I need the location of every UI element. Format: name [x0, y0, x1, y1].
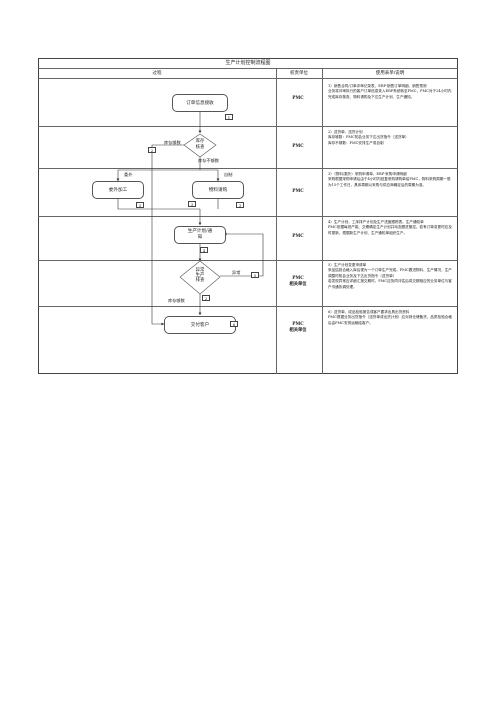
desc-row-1: 1）销售合同/订单评审记录表、ERP-销售订单明细、销售预测 业务将评审执行的客…: [328, 84, 452, 99]
plan-notice-box[interactable]: 生产计划/通 知: [174, 226, 226, 244]
dept-row-3: PMC: [292, 189, 304, 194]
desc-row-3: 3）（物料/委外）采购申请单、ERP-采购申请明细 采购根据采购申请后由于4小时…: [328, 172, 451, 187]
label-self-make: 自制: [224, 172, 233, 177]
row-divider: [38, 168, 458, 169]
exception-diamond: [179, 260, 221, 295]
column-divider: [276, 68, 277, 374]
material-purchase-label: 物料请购: [208, 188, 228, 193]
row-divider: [38, 260, 458, 261]
arrow-exception-loop: [220, 232, 264, 277]
plan-notice-label: 生产计划/通 知: [187, 229, 213, 240]
exception-check-label[interactable]: 异常 生产 排查: [195, 268, 205, 283]
header-process: 过程: [152, 71, 162, 76]
row-divider: [38, 306, 458, 307]
inventory-diamond: [183, 133, 217, 158]
ship-box[interactable]: 交付客户: [164, 316, 236, 334]
order-review-box[interactable]: 订单信息接收: [172, 94, 228, 112]
join-line: [117, 199, 200, 210]
arrow-stock-enough: [151, 144, 188, 326]
inventory-label[interactable]: 库存 核查: [195, 139, 205, 150]
dept-row-6: PMC 相关单位: [289, 322, 307, 333]
chart-title: 生产计划控制流程图: [225, 60, 271, 66]
desc-row-6: 6）送货单、成品检验报告或客户要求出具出货资料 PMC根据业务出货指令（送货单或…: [328, 310, 452, 325]
step-number: 5: [251, 272, 259, 278]
header-dept: 权责单位: [290, 71, 308, 76]
step-number: 3: [236, 202, 244, 208]
label-outsource: 委外: [124, 172, 133, 177]
desc-row-4: 4）生产计划、工序排产计划及生产进度跟踪表、生产通知单 PMC依据每班产能、交期…: [328, 220, 452, 235]
order-review-label: 订单信息接收: [186, 101, 214, 106]
step-number: 4: [200, 247, 208, 253]
desc-row-2: 2）送货单、送货计划 库存够数：PMC知会业务下达出货指令（送货单） 库存不够数…: [328, 130, 409, 145]
step-number: 1: [225, 114, 233, 120]
flowchart-sheet: 生产计划控制流程图 过程 权责单位 使用表单/说明 PMC PMC PMC PM…: [38, 58, 458, 374]
step-number: 2: [202, 295, 210, 301]
label-stock-not-enough: 库存不够数: [198, 158, 219, 163]
label-exception: 异常: [232, 270, 241, 275]
row-divider: [38, 216, 458, 217]
label-stock-enough-bottom: 库存够数: [168, 298, 185, 303]
dept-row-1: PMC: [292, 96, 304, 101]
step-number: 2: [148, 147, 156, 153]
step-number: 3: [136, 202, 144, 208]
desc-row-5: 5）生产计划变更申请单 采品结批合格入库后视为一个订单生产完成。PMC跟进物料、…: [328, 263, 452, 289]
step-number: 3: [188, 201, 196, 207]
dept-row-4: PMC: [292, 234, 304, 239]
step-number: 6: [230, 321, 238, 327]
outsource-label: 委外加工: [108, 188, 128, 193]
title-divider: [38, 68, 458, 69]
outsource-box[interactable]: 委外加工: [92, 181, 144, 199]
ship-label: 交付客户: [190, 323, 210, 328]
dept-row-2: PMC: [292, 144, 304, 149]
dept-row-5: PMC 相关单位: [289, 276, 307, 287]
header-divider: [38, 78, 458, 79]
material-purchase-box[interactable]: 物料请购: [192, 181, 244, 199]
flow-connectors: [116, 112, 264, 326]
label-stock-enough: 库存够数: [164, 140, 181, 145]
row-divider: [38, 126, 458, 127]
column-divider: [322, 68, 323, 374]
header-desc: 使用表单/说明: [375, 71, 405, 76]
